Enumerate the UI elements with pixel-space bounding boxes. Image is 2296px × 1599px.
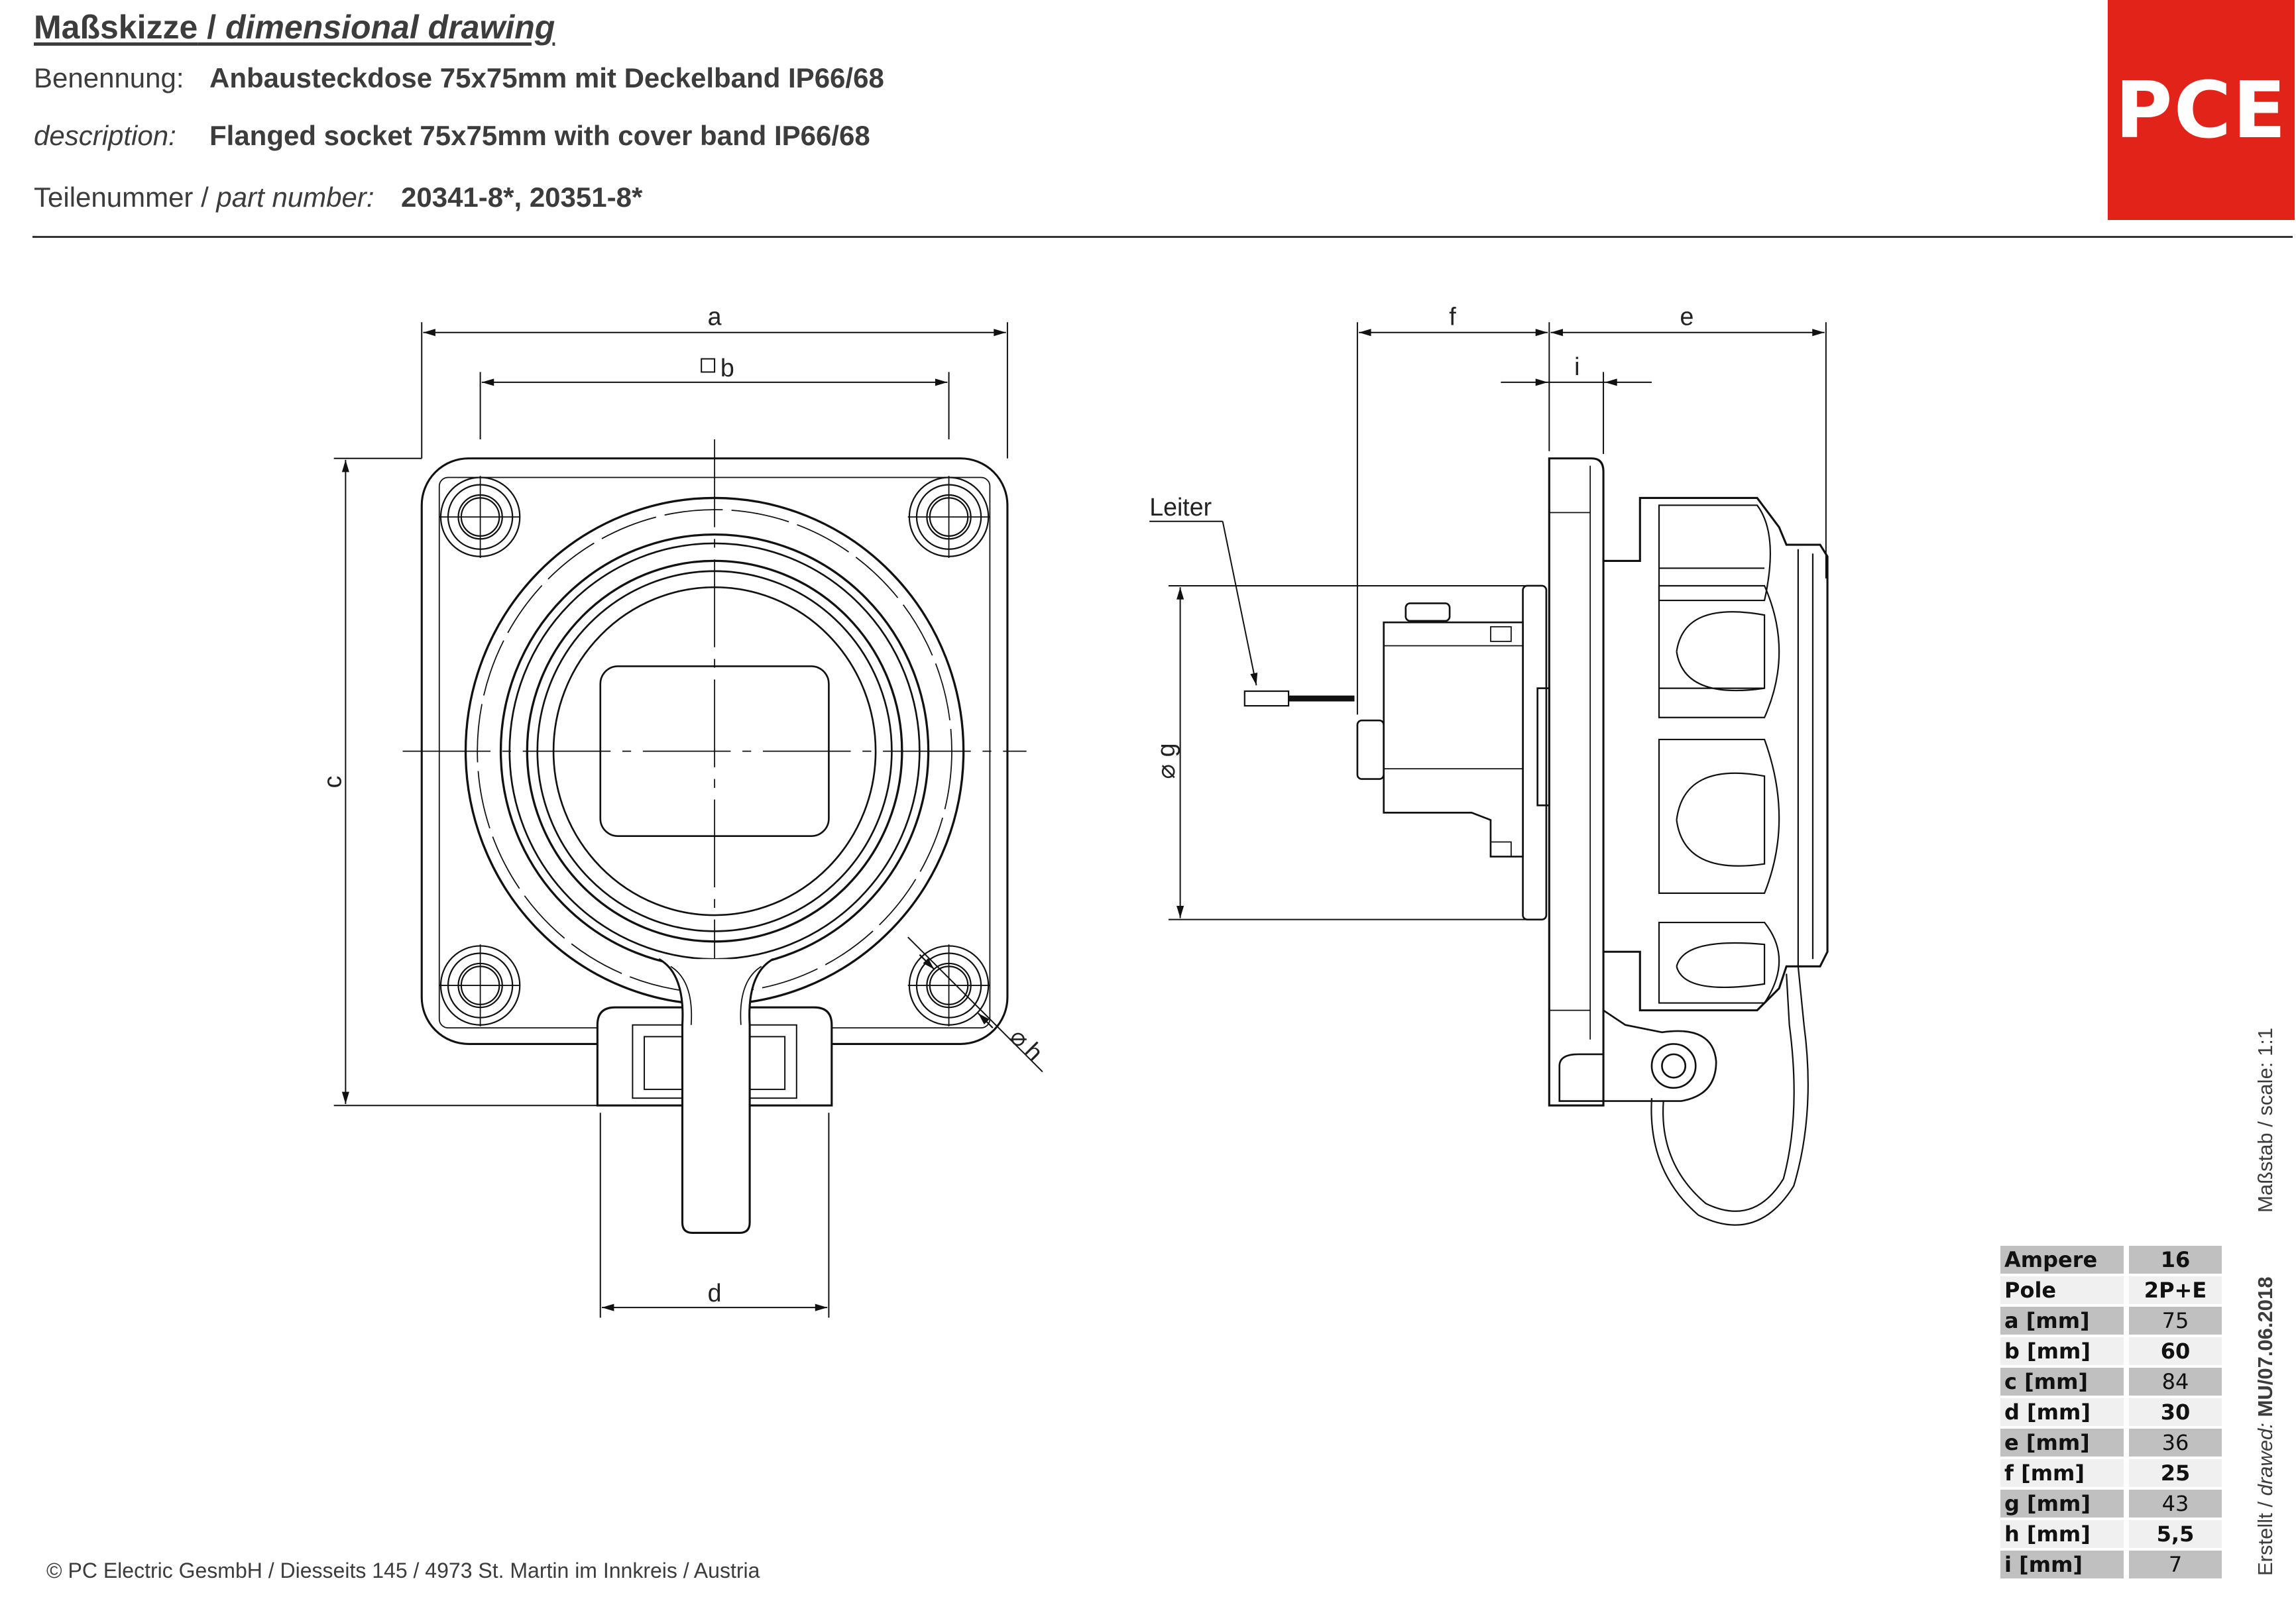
created-label-de: Erstellt / [2254, 1496, 2277, 1576]
spec-label: e [mm] [2000, 1429, 2124, 1457]
dim-label-d: d [708, 1279, 722, 1307]
scale-label: Maßstab / scale: 1:1 [2254, 1027, 2277, 1213]
dim-label-e: e [1680, 303, 1694, 331]
spec-value: 84 [2124, 1368, 2222, 1396]
dim-label-c: c [319, 776, 347, 789]
name-value: Anbausteckdose 75x75mm mit Deckelband IP… [209, 62, 884, 93]
part-number-row: Teilenummer / part number: 20341-8*, 203… [34, 182, 642, 213]
spec-label: Ampere [2000, 1246, 2124, 1274]
part-label-en: part number: [216, 182, 374, 213]
spec-value: 5,5 [2124, 1520, 2222, 1548]
spec-value: 75 [2124, 1307, 2222, 1335]
logo-text: PCE [2115, 64, 2287, 156]
spec-value: 2P+E [2124, 1276, 2222, 1304]
spec-row: b [mm]60 [2000, 1337, 2222, 1365]
created-label: Erstellt / drawed: MU/07.06.2018 [2254, 1277, 2277, 1576]
description-value: Flanged socket 75x75mm with cover band I… [209, 120, 870, 151]
spec-label: a [mm] [2000, 1307, 2124, 1335]
footer-copyright: © PC Electric GesmbH / Diesseits 145 / 4… [46, 1559, 760, 1582]
side-view [1243, 457, 1829, 1226]
diameter-symbol-g: ⌀ [1152, 764, 1180, 779]
spec-value: 30 [2124, 1398, 2222, 1426]
spec-value: 60 [2124, 1337, 2222, 1365]
spec-label: Pole [2000, 1276, 2124, 1304]
spec-label: f [mm] [2000, 1459, 2124, 1487]
spec-row: h [mm]5,5 [2000, 1520, 2222, 1548]
description-label: description: [34, 120, 176, 151]
drawed-label-en: drawed: [2254, 1423, 2277, 1496]
spec-label: c [mm] [2000, 1368, 2124, 1396]
description-row: description: Flanged socket 75x75mm with… [34, 120, 870, 152]
title-en: dimensional drawing [225, 9, 555, 46]
name-label: Benennung: [34, 62, 184, 93]
spec-label: g [mm] [2000, 1490, 2124, 1517]
front-view [402, 439, 1043, 1234]
spec-row: e [mm]36 [2000, 1429, 2222, 1457]
spec-value: 7 [2124, 1551, 2222, 1578]
title-de: Maßskizze [34, 9, 198, 46]
dim-label-g: g [1152, 744, 1180, 757]
spec-row: i [mm]7 [2000, 1551, 2222, 1578]
spec-row: f [mm]25 [2000, 1459, 2222, 1487]
header-divider [32, 236, 2293, 238]
front-dimensions [333, 322, 1008, 1318]
spec-label: h [mm] [2000, 1520, 2124, 1548]
dim-label-b: b [720, 354, 734, 382]
page-title: Maßskizze / dimensional drawing [34, 8, 555, 46]
side-dimensions [1149, 322, 1827, 920]
part-label-de: Teilenummer / [34, 182, 217, 213]
spec-value: 36 [2124, 1429, 2222, 1457]
dim-label-i: i [1574, 353, 1579, 380]
conductor-label: Leiter [1149, 493, 1212, 521]
created-value: MU/07.06.2018 [2254, 1276, 2277, 1423]
spec-value: 43 [2124, 1490, 2222, 1517]
name-row: Benennung: Anbausteckdose 75x75mm mit De… [34, 62, 884, 94]
part-number-value: 20341-8*, 20351-8* [401, 182, 643, 213]
spec-value: 16 [2124, 1246, 2222, 1274]
spec-row: c [mm]84 [2000, 1368, 2222, 1396]
spec-label: b [mm] [2000, 1337, 2124, 1365]
spec-row: d [mm]30 [2000, 1398, 2222, 1426]
pce-logo: PCE [2108, 0, 2295, 220]
dim-label-a: a [708, 303, 722, 331]
spec-value: 25 [2124, 1459, 2222, 1487]
dim-label-f: f [1449, 303, 1456, 331]
spec-label: d [mm] [2000, 1398, 2124, 1426]
spec-row: g [mm]43 [2000, 1490, 2222, 1517]
title-separator: / [198, 9, 226, 46]
spec-label: i [mm] [2000, 1551, 2124, 1578]
spec-row: a [mm]75 [2000, 1307, 2222, 1335]
